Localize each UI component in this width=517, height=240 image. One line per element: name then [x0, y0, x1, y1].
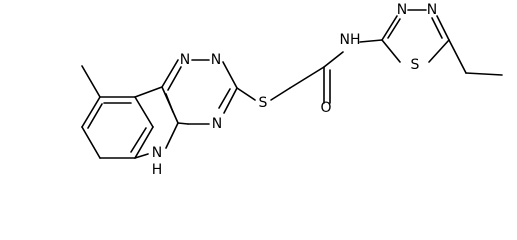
bond — [222, 61, 238, 89]
atom-label-n: N — [212, 116, 222, 132]
atom-label-n: N — [427, 2, 437, 18]
bond — [381, 39, 401, 63]
bond — [81, 126, 101, 159]
bond — [134, 126, 154, 159]
bond — [177, 122, 189, 125]
double-bond-inner — [87, 103, 103, 129]
bond — [223, 87, 238, 114]
atom-label-n: N — [211, 52, 221, 68]
atom-label-nh: NH — [340, 32, 361, 48]
bond — [436, 15, 450, 41]
double-bond-inner — [130, 127, 147, 153]
atom-label-s: S — [259, 95, 268, 111]
double-bond-inner — [387, 18, 401, 39]
thiadiazole-ring — [359, 9, 450, 63]
double-bond-inner — [167, 66, 182, 91]
atom-label-n: N — [180, 52, 190, 68]
bond — [236, 87, 256, 101]
double-bond-inner — [165, 93, 174, 113]
bond — [381, 15, 398, 41]
ethyl-bond — [448, 39, 467, 74]
bond — [134, 96, 154, 128]
double-bond-inner — [218, 88, 231, 109]
triazine-ring — [161, 59, 238, 125]
atom-label-n: N — [152, 145, 162, 161]
bond — [134, 86, 163, 98]
ethyl-bond — [465, 72, 503, 76]
molecule-canvas: N N N N H S O NH N N S — [81, 2, 503, 178]
atom-label-h: H — [152, 162, 163, 178]
molecule-structure-diagram: N N N N H S O NH N N S — [81, 2, 503, 178]
bond — [323, 51, 344, 68]
bond — [134, 153, 149, 159]
atom-label-n: N — [397, 2, 407, 18]
benzene-ring — [81, 96, 154, 159]
bond — [289, 66, 325, 89]
double-bond-inner — [431, 17, 443, 39]
pyrrole-ring — [134, 86, 179, 159]
thioacetamide-linker — [236, 51, 344, 104]
atom-label-o: O — [320, 100, 331, 116]
atom-label-s: S — [411, 57, 420, 73]
bond — [428, 39, 450, 63]
bond — [161, 59, 179, 88]
methyl-bond — [81, 65, 101, 98]
bond — [359, 39, 383, 43]
bond — [165, 122, 179, 149]
bond — [81, 96, 101, 128]
bond — [270, 87, 291, 101]
